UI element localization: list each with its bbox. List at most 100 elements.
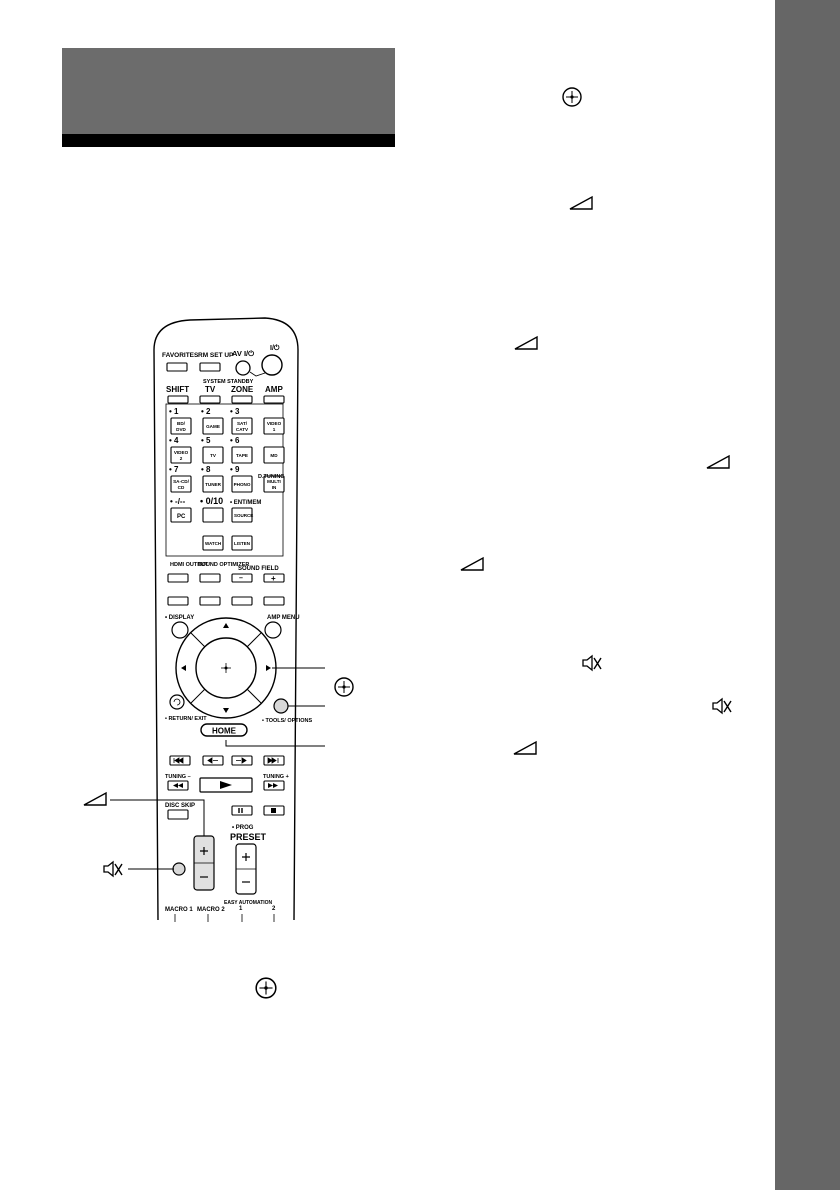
input-button-2[interactable] <box>202 417 224 435</box>
preset-label: PRESET <box>230 832 267 842</box>
watch-button[interactable] <box>202 535 224 551</box>
favorites-button[interactable] <box>166 362 188 372</box>
enter-icon <box>334 677 354 697</box>
tools-button[interactable] <box>273 698 289 714</box>
input-button-label-5: 2 <box>180 456 183 461</box>
prog-label: • PROG <box>232 825 254 831</box>
display-label: • DISPLAY <box>165 615 194 621</box>
input-button-label-1: DVD <box>176 427 186 432</box>
input-button-label-4: 1 <box>273 427 276 432</box>
enter-icon <box>562 87 582 107</box>
tv-label: TV <box>205 385 216 394</box>
ent-mem-label: • ENT/MEM <box>230 500 261 506</box>
sound-field-label: SOUND FIELD <box>238 566 279 572</box>
input-button-label-9: CD <box>178 485 185 490</box>
remote-control-illustration: FAVORITES RM SET UP AV I/⏻ I/⏻ SYSTEM ST… <box>153 317 312 922</box>
color-button-4[interactable] <box>263 596 285 606</box>
pc-button[interactable] <box>170 507 192 523</box>
input-button-label-7: TAPE <box>236 453 248 458</box>
input-button-6[interactable] <box>202 446 224 464</box>
amp-menu-button[interactable] <box>264 621 282 639</box>
return-icon <box>173 698 181 706</box>
number-label-3: • 3 <box>230 407 240 416</box>
color-button-2[interactable] <box>199 596 221 606</box>
color-button-3[interactable] <box>231 596 253 606</box>
muting-button[interactable] <box>172 862 186 876</box>
listen-label: LISTEN <box>234 541 250 546</box>
next-icon <box>267 757 279 764</box>
number-label-8: • 8 <box>201 465 211 474</box>
input-button-label-3: SAT/ <box>237 421 248 426</box>
volume-wedge-icon <box>460 556 484 571</box>
av-power-button[interactable] <box>235 360 251 376</box>
disc-skip-label: DISC SKIP <box>165 803 195 809</box>
input-button-5[interactable] <box>170 446 192 464</box>
home-button[interactable] <box>200 723 248 737</box>
number-label-5: • 5 <box>201 436 211 445</box>
input-button-12[interactable] <box>263 475 285 493</box>
zone-button[interactable] <box>231 395 253 404</box>
dpad-left-icon[interactable] <box>181 665 186 671</box>
zero-button[interactable] <box>202 507 224 523</box>
zero-label: • 0/10 <box>200 496 223 506</box>
power-label: I/⏻ <box>270 344 280 352</box>
amp-button[interactable] <box>263 395 285 404</box>
system-standby-label: SYSTEM STANDBY <box>203 379 254 385</box>
tuning-plus-label: TUNING + <box>263 774 289 780</box>
input-button-label-4: VIDEO <box>267 421 282 426</box>
number-input-grid: • 1• 2• 3• 4• 5• 6• 7• 8• 9BD/DVDGAMESAT… <box>169 407 285 493</box>
section-header-rule <box>62 134 395 147</box>
sound-optimizer-label: SOUND OPTIMIZER <box>198 562 249 568</box>
dash-label: • -/-- <box>170 497 186 506</box>
number-label-7: • 7 <box>169 465 179 474</box>
sound-field-plus-button[interactable] <box>263 573 285 583</box>
rm-setup-button[interactable] <box>199 362 221 372</box>
tv-button[interactable] <box>199 395 221 404</box>
color-button-1[interactable] <box>167 596 189 606</box>
input-button-11[interactable] <box>231 475 253 493</box>
input-button-1[interactable] <box>170 417 192 435</box>
shift-button[interactable] <box>167 395 189 404</box>
advance-icon <box>236 757 247 764</box>
watch-label: WATCH <box>205 541 221 546</box>
volume-wedge-icon <box>706 454 730 469</box>
volume-wedge-icon <box>83 791 107 806</box>
input-button-10[interactable] <box>202 475 224 493</box>
dpad-down-icon[interactable] <box>223 708 229 713</box>
fast-forward-icon <box>268 783 278 788</box>
muting-icon <box>582 654 602 672</box>
number-label-2: • 2 <box>201 407 211 416</box>
input-button-7[interactable] <box>231 446 253 464</box>
display-button[interactable] <box>171 621 189 639</box>
replay-icon <box>207 757 218 764</box>
dpad-up-icon[interactable] <box>223 623 229 628</box>
power-button[interactable] <box>261 354 283 376</box>
shift-label: SHIFT <box>166 385 189 394</box>
input-button-label-11: PHONO <box>234 482 251 487</box>
input-button-label-1: BD/ <box>177 421 186 426</box>
input-button-label-9: SA-CD/ <box>173 479 190 484</box>
amp-menu-label: AMP MENU <box>267 615 300 621</box>
source-button[interactable] <box>231 507 253 523</box>
zone-label: ZONE <box>231 385 254 394</box>
stop-icon <box>271 808 276 813</box>
dpad-right-icon[interactable] <box>266 665 271 671</box>
sound-field-minus-button[interactable] <box>231 573 253 583</box>
input-button-4[interactable] <box>263 417 285 435</box>
easy-automation-1-label: 1 <box>239 906 243 912</box>
hdmi-output-button[interactable] <box>167 573 189 583</box>
input-button-8[interactable] <box>263 446 285 464</box>
return-button[interactable] <box>169 694 185 710</box>
disc-skip-button[interactable] <box>167 809 189 820</box>
input-button-label-12: IN <box>272 485 277 490</box>
input-button-9[interactable] <box>170 475 192 493</box>
easy-automation-label: EASY AUTOMATION <box>224 900 273 906</box>
input-button-3[interactable] <box>231 417 253 435</box>
pause-icon <box>238 808 243 813</box>
section-header-box <box>62 48 395 134</box>
input-button-label-12: MULTI <box>267 479 281 484</box>
macro2-label: MACRO 2 <box>197 907 225 913</box>
sound-optimizer-button[interactable] <box>199 573 221 583</box>
listen-button[interactable] <box>231 535 253 551</box>
pc-label: PC <box>177 514 186 520</box>
